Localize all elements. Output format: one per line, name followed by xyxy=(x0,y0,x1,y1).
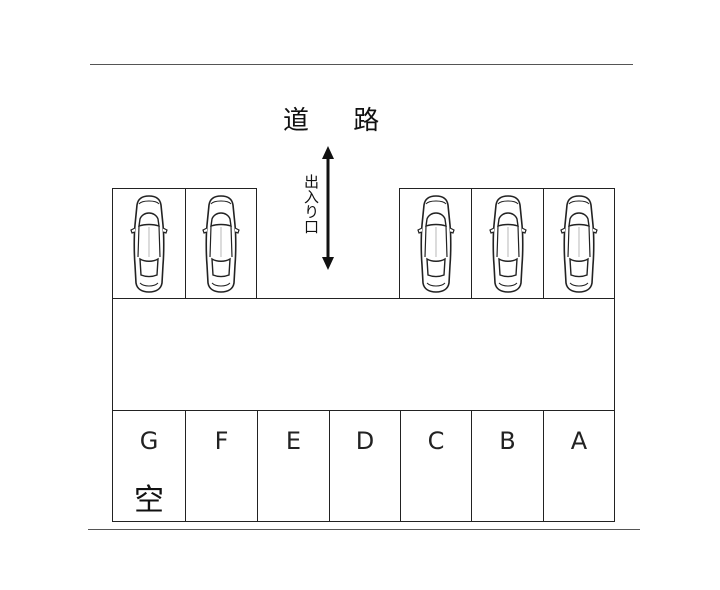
parking-slot-e: E xyxy=(257,410,330,522)
entrance-label: 出入り口 xyxy=(302,174,320,234)
road-top-line xyxy=(90,64,633,65)
road-label: 道 路 xyxy=(283,106,398,136)
car-icon xyxy=(488,194,527,293)
parking-slot-d: D xyxy=(329,410,401,522)
slot-letter: C xyxy=(427,427,445,455)
occupied-space xyxy=(185,188,257,299)
car-icon xyxy=(202,194,240,293)
parking-slot-f: F xyxy=(185,410,258,522)
slot-vacant-label: 空 xyxy=(134,483,164,518)
occupied-space xyxy=(543,188,615,299)
parking-slot-c: C xyxy=(400,410,472,522)
occupied-space xyxy=(471,188,544,299)
slot-letter: A xyxy=(570,427,588,455)
slot-letter: B xyxy=(499,427,516,455)
slot-letter: D xyxy=(355,427,375,455)
parking-slot-g: G 空 xyxy=(112,410,186,522)
car-icon xyxy=(130,194,168,293)
car-icon xyxy=(416,194,455,293)
entrance-arrow-icon xyxy=(322,146,334,270)
occupied-space xyxy=(399,188,472,299)
car-icon xyxy=(560,194,598,293)
parking-slot-b: B xyxy=(471,410,544,522)
parking-slot-a: A xyxy=(543,410,615,522)
occupied-space xyxy=(112,188,186,299)
slot-letter: G xyxy=(139,427,159,455)
slot-letter: F xyxy=(214,427,229,455)
ground-bottom-line xyxy=(88,529,640,530)
lot-interior xyxy=(112,298,615,411)
slot-letter: E xyxy=(285,427,302,455)
